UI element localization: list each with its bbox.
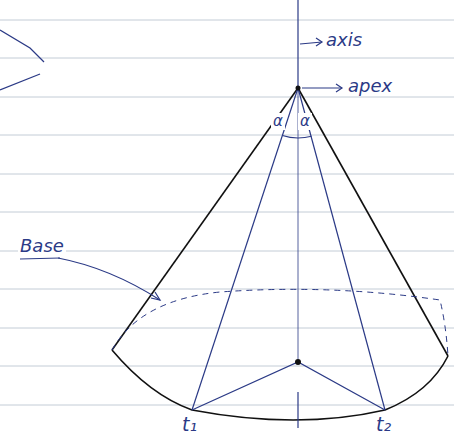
base-underline: [20, 258, 60, 259]
generator-lines: [192, 88, 385, 410]
angle-label: α: [271, 113, 285, 130]
point-label: t₁: [180, 414, 199, 435]
base-label: Base: [18, 236, 66, 256]
angle-arcs: [282, 136, 311, 139]
pointer-arrows: [58, 38, 342, 300]
partial-sketch: [0, 30, 44, 90]
point-label: t₂: [374, 414, 393, 435]
base-hidden-edge: [112, 289, 448, 356]
base-centre: [295, 359, 301, 365]
axis-label: axis: [324, 30, 364, 50]
ruled-lines: [0, 20, 454, 405]
apex-point: [296, 86, 301, 91]
angle-label: α: [298, 113, 312, 130]
cone-outline: [112, 88, 448, 420]
apex-label: apex: [346, 76, 394, 96]
